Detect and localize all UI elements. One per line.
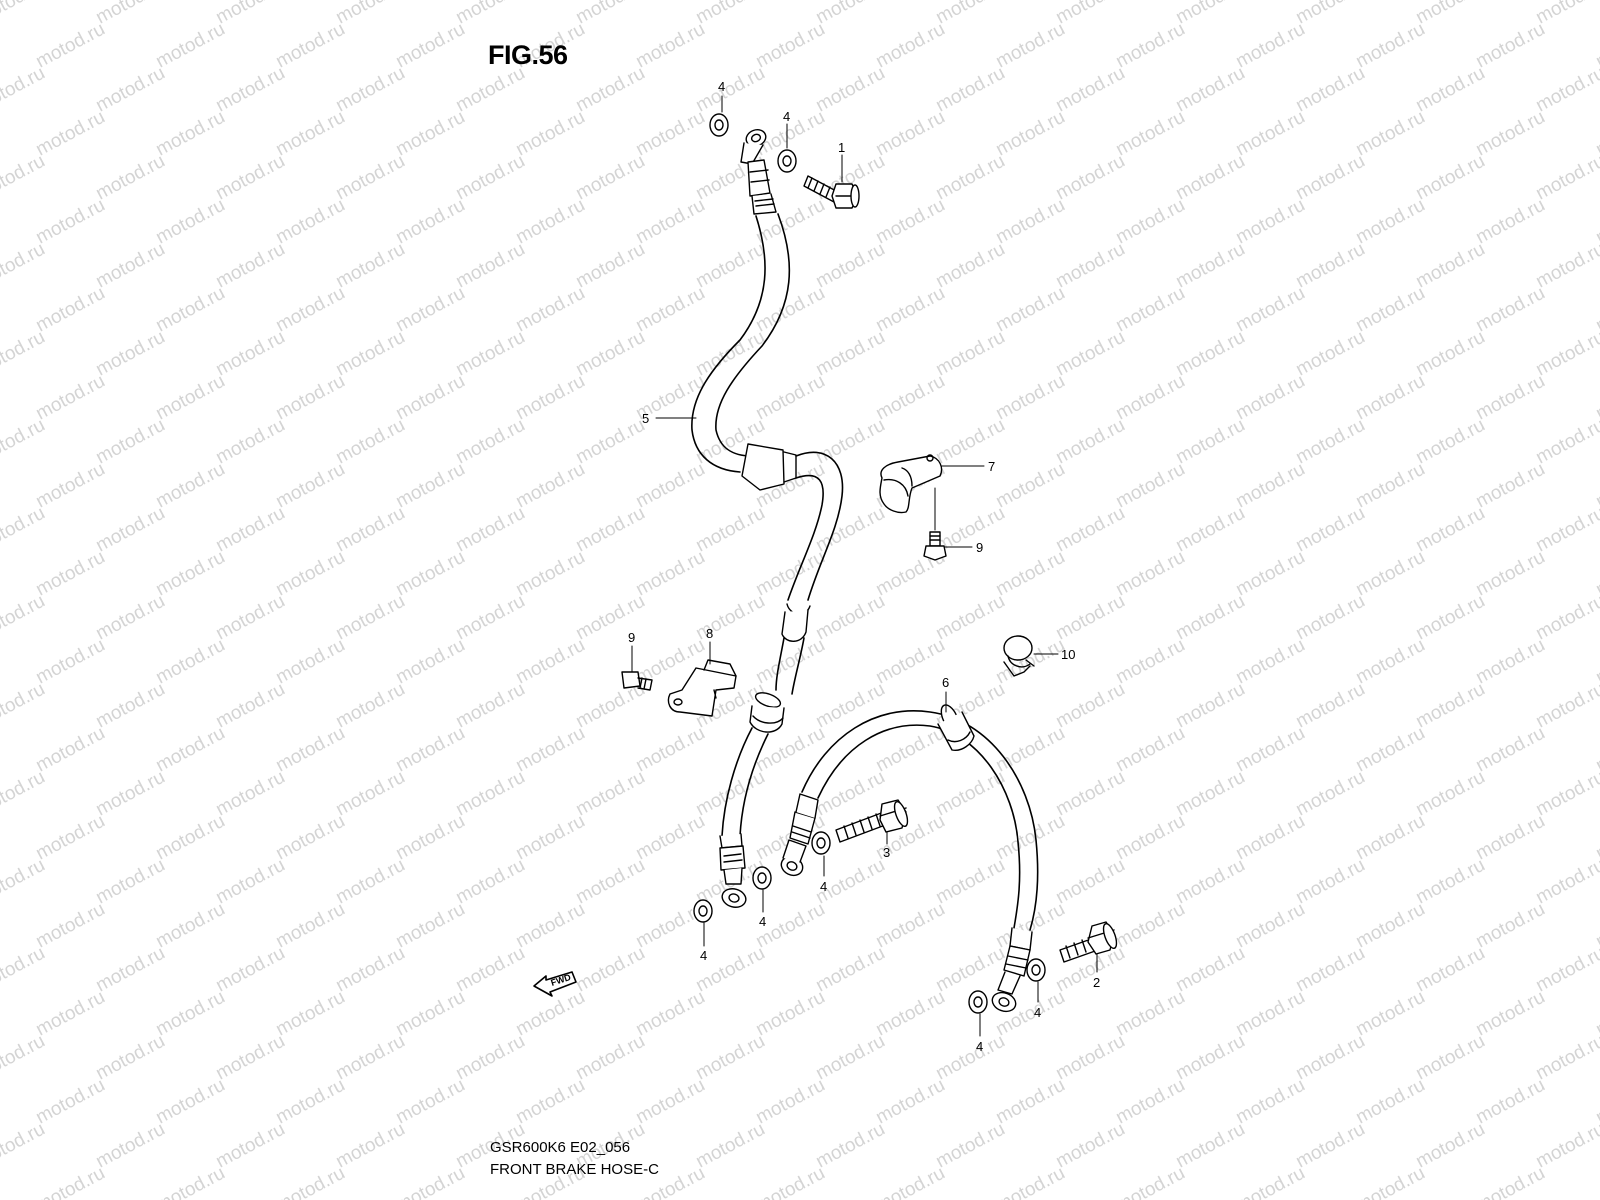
union-bolt-2 [1059,921,1118,963]
brake-hose-upper [691,129,844,908]
brake-hose-lower [780,704,1039,1013]
union-bolt-3 [835,799,909,843]
figure-name: FRONT BRAKE HOSE-C [490,1161,659,1178]
callout-6: 6 [942,675,949,690]
hose-clamp-7 [879,454,943,514]
callout-4: 4 [759,914,766,929]
callout-8: 8 [706,626,713,641]
callout-9: 9 [628,630,635,645]
figure-code: GSR600K6 E02_056 [490,1139,631,1156]
gasket-washers [693,113,1046,1014]
callout-5: 5 [642,411,649,426]
clamp-bolt-9-right [923,531,947,561]
union-bolt-1 [803,175,860,209]
callout-2: 2 [1093,975,1100,990]
hose-clip-10 [1003,635,1035,677]
callout-numbers: 4 4 1 5 7 9 9 8 10 6 3 4 4 4 2 4 4 [628,79,1100,1054]
callout-4: 4 [700,948,707,963]
fwd-direction-arrow: FWD [533,971,577,997]
figure-title: FIG.56 [488,40,568,70]
callout-4: 4 [820,879,827,894]
callout-4: 4 [718,79,725,94]
callout-3: 3 [883,845,890,860]
hose-clamp-8 [667,659,737,717]
callout-9: 9 [976,540,983,555]
clamp-bolt-9-left [621,671,653,691]
callout-4: 4 [976,1039,983,1054]
callout-leaders [631,95,1098,1037]
callout-10: 10 [1061,647,1075,662]
callout-4: 4 [783,109,790,124]
callout-4: 4 [1034,1005,1041,1020]
callout-7: 7 [988,459,995,474]
callout-1: 1 [838,140,845,155]
